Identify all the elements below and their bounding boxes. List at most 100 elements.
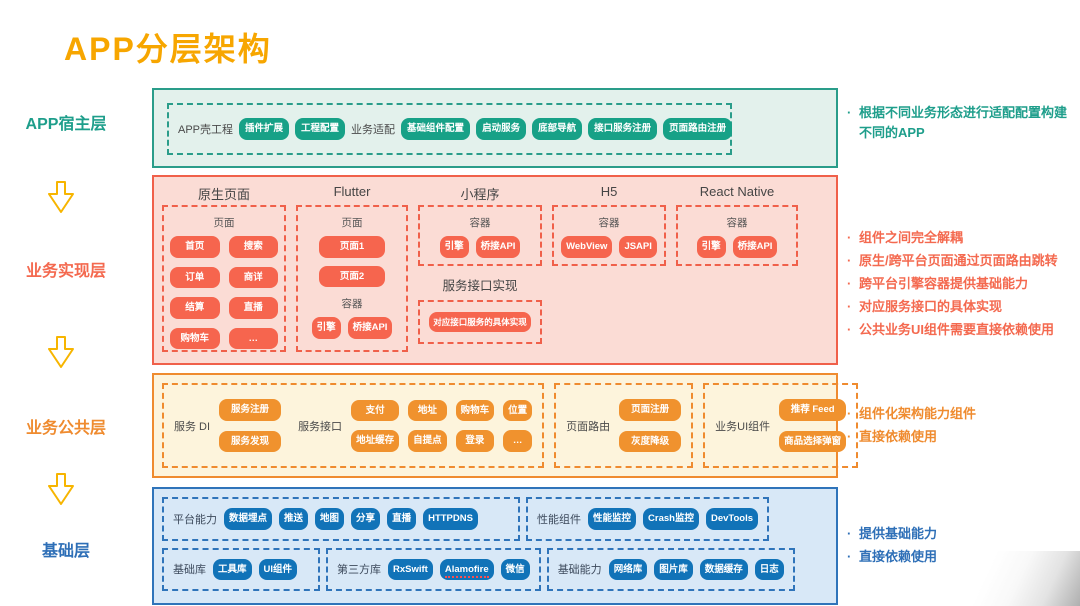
platform-ability-group: 平台能力 数据埋点 推送 地图 分享 直播 HTTPDNS xyxy=(162,497,520,541)
down-arrow-icon xyxy=(48,181,74,213)
chip-launch-service: 启动服务 xyxy=(476,118,527,140)
note-item: 跨平台引擎容器提供基础能力 xyxy=(846,274,1076,294)
flutter-column: Flutter 页面 页面1 页面2 容器 引擎 桥接API xyxy=(296,182,408,352)
chip-live: 直播 xyxy=(228,297,278,319)
chip-devtools: DevTools xyxy=(705,508,759,530)
chip-data-tracking: 数据埋点 xyxy=(224,508,273,530)
service-di-label: 服务 DI xyxy=(174,420,211,433)
chip-search: 搜索 xyxy=(228,236,278,258)
note-item: 提供基础能力 xyxy=(846,524,1076,544)
chip-data-cache: 数据缓存 xyxy=(699,558,748,580)
chip-network-lib: 网络库 xyxy=(608,558,648,580)
host-layer-box: APP壳工程 插件扩展 工程配置 业务适配 基础组件配置 启动服务 底部导航 接… xyxy=(152,88,838,168)
react-native-column: React Native 容器 引擎 桥接API xyxy=(676,182,798,352)
chip-image-lib: 图片库 xyxy=(654,558,693,580)
chip-recommend-feed: 推荐 Feed xyxy=(779,399,847,421)
chip-base-component-config: 基础组件配置 xyxy=(401,118,471,140)
chip-location: 位置 xyxy=(503,399,533,421)
chip-page-register: 页面注册 xyxy=(619,399,682,421)
service-impl-label: 服务接口实现 xyxy=(442,278,518,293)
layer-label-host: APP宿主层 xyxy=(25,116,107,133)
shell-project-label: APP壳工程 xyxy=(178,124,234,136)
page-curl-shadow xyxy=(930,551,1080,606)
page-route-group: 页面路由 页面注册 灰度降级 xyxy=(554,383,694,468)
chip-more: … xyxy=(228,327,278,349)
chip-alamofire-label: Alamofire xyxy=(444,563,489,578)
business-ui-label: 业务UI组件 xyxy=(715,420,771,433)
base-ability-group: 基础能力 网络库 图片库 数据缓存 日志 xyxy=(546,547,795,591)
note-item: 对应服务接口的具体实现 xyxy=(846,297,1076,317)
container-section-label: 容器 xyxy=(341,298,363,310)
pages-section-label: 页面 xyxy=(213,217,235,229)
h5-title: H5 xyxy=(600,184,618,199)
flutter-title: Flutter xyxy=(333,184,371,199)
note-item: 直接依赖使用 xyxy=(846,547,1076,567)
chip-ui-kit: UI组件 xyxy=(258,558,298,580)
layer-label-business-impl: 业务实现层 xyxy=(25,263,106,280)
chip-push: 推送 xyxy=(279,508,309,530)
native-pages-column: 原生页面 页面 首页 搜索 订单 商详 结算 直播 购物车 … xyxy=(162,182,286,352)
chip-map: 地图 xyxy=(315,508,345,530)
chip-webview: WebView xyxy=(561,236,613,258)
layer-label-foundation: 基础层 xyxy=(41,543,90,560)
chip-wechat: 微信 xyxy=(500,558,530,580)
down-arrow-icon xyxy=(48,473,74,505)
page-title: APP分层架构 xyxy=(64,31,272,67)
down-arrow-icon xyxy=(48,336,74,368)
chip-home: 首页 xyxy=(170,236,220,258)
chip-utils-lib: 工具库 xyxy=(213,558,252,580)
business-ui-group: 业务UI组件 推荐 Feed 商品选择弹窗 xyxy=(703,383,859,468)
chip-httpdns: HTTPDNS xyxy=(423,508,478,530)
note-item: 直接依赖使用 xyxy=(846,427,1076,447)
note-item: 原生/跨平台页面通过页面路由跳转 xyxy=(846,251,1076,271)
base-ability-label: 基础能力 xyxy=(557,564,602,577)
note-item: 组件之间完全解耦 xyxy=(846,228,1076,248)
chip-engine: 引擎 xyxy=(696,236,726,258)
chip-log: 日志 xyxy=(754,558,784,580)
service-group: 服务 DI 服务注册 服务发现 服务接口 支付 地址 购物车 位置 地址缓存 自… xyxy=(162,383,545,468)
chip-live: 直播 xyxy=(387,508,417,530)
note-item: 组件化架构能力组件 xyxy=(846,404,1076,424)
chip-product-detail: 商详 xyxy=(228,266,278,288)
chip-bridge-api: 桥接API xyxy=(475,236,521,258)
business-adapt-label: 业务适配 xyxy=(351,124,396,136)
chip-engine: 引擎 xyxy=(311,317,341,339)
base-lib-group: 基础库 工具库 UI组件 xyxy=(162,547,320,591)
chip-pay: 支付 xyxy=(351,399,400,421)
container-section-label: 容器 xyxy=(598,217,620,229)
chip-perf-monitor: 性能监控 xyxy=(588,508,637,530)
chip-address-cache: 地址缓存 xyxy=(351,430,400,452)
chip-rxswift: RxSwift xyxy=(388,558,433,580)
chip-page1: 页面1 xyxy=(319,236,385,258)
chip-alamofire: Alamofire xyxy=(439,558,494,580)
chip-project-config: 工程配置 xyxy=(295,118,346,140)
container-section-label: 容器 xyxy=(469,217,491,229)
note-item: 根据不同业务形态进行适配配置构建不同的APP xyxy=(846,103,1076,143)
business-impl-notes: 组件之间完全解耦 原生/跨平台页面通过页面路由跳转 跨平台引擎容器提供基础能力 … xyxy=(846,228,1076,343)
chip-page2: 页面2 xyxy=(319,265,385,287)
chip-product-picker-popup: 商品选择弹窗 xyxy=(779,430,847,452)
platform-ability-label: 平台能力 xyxy=(173,513,217,526)
native-pages-title: 原生页面 xyxy=(197,187,250,202)
performance-group: 性能组件 性能监控 Crash监控 DevTools xyxy=(526,497,770,541)
chip-cart: 购物车 xyxy=(170,327,220,349)
app-shell-group: APP壳工程 插件扩展 工程配置 业务适配 基础组件配置 启动服务 底部导航 接… xyxy=(167,103,733,155)
chip-gray-downgrade: 灰度降级 xyxy=(619,430,682,452)
base-lib-label: 基础库 xyxy=(173,564,206,577)
chip-page-route-register: 页面路由注册 xyxy=(663,118,733,140)
note-item: 公共业务UI组件需要直接依赖使用 xyxy=(846,320,1076,340)
chip-order: 订单 xyxy=(170,266,220,288)
chip-crash-monitor: Crash监控 xyxy=(643,508,699,530)
business-impl-layer-box: 原生页面 页面 首页 搜索 订单 商详 结算 直播 购物车 … xyxy=(152,175,838,365)
chip-service-discovery: 服务发现 xyxy=(219,430,282,452)
chip-login: 登录 xyxy=(455,430,495,452)
foundation-notes: 提供基础能力 直接依赖使用 xyxy=(846,524,1076,570)
performance-label: 性能组件 xyxy=(537,513,581,526)
h5-column: H5 容器 WebView JSAPI xyxy=(552,182,666,352)
chip-service-register: 服务注册 xyxy=(219,399,282,421)
chip-plugin-extension: 插件扩展 xyxy=(239,118,290,140)
chip-pickup-point: 自提点 xyxy=(408,430,447,452)
third-party-label: 第三方库 xyxy=(337,564,381,577)
miniprogram-column: 小程序 容器 引擎 桥接API 服务接口实现 对应接口服务的具体实现 xyxy=(418,182,542,352)
